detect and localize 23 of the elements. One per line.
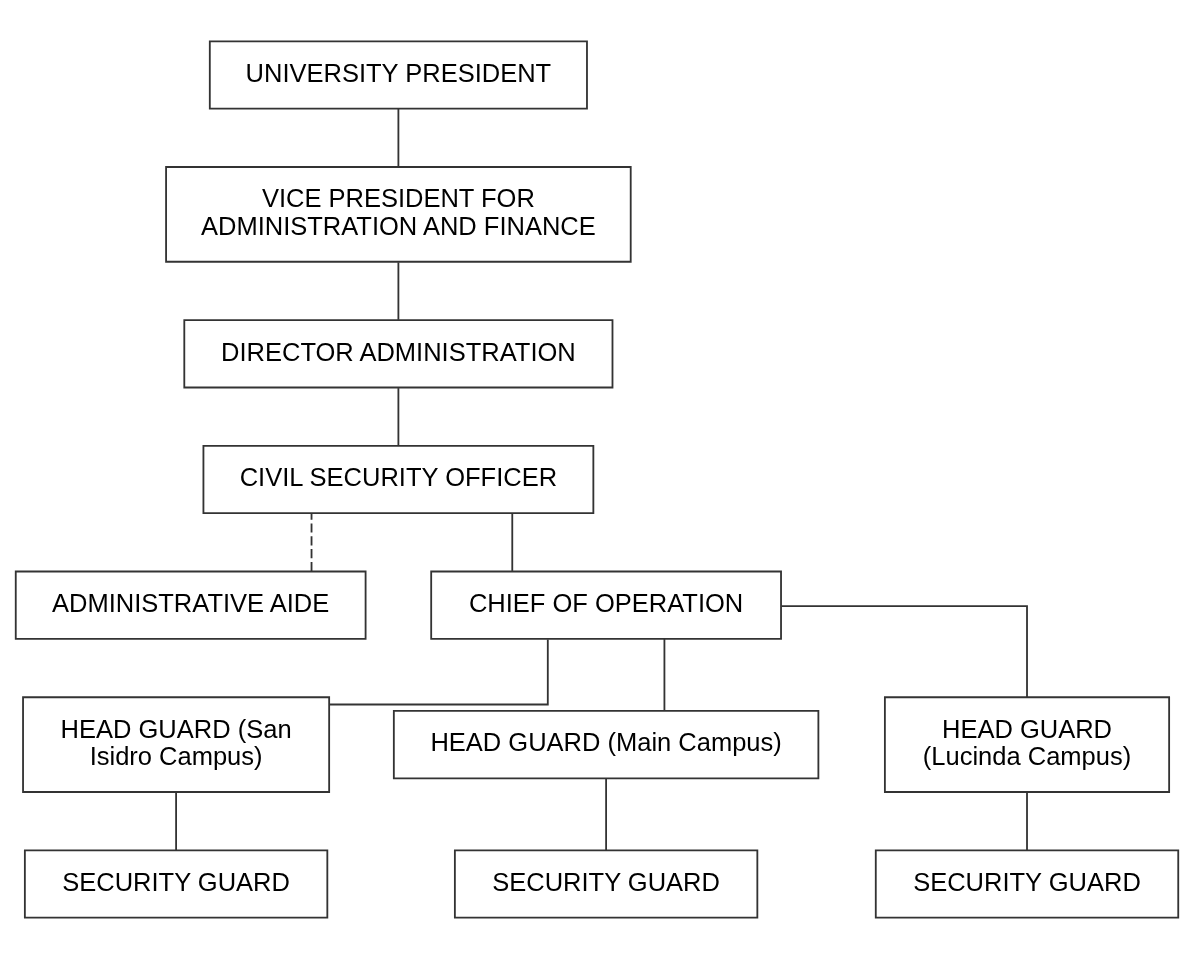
node-box: HEAD GUARD (Main Campus) (392, 710, 820, 780)
connector (1026, 791, 1028, 851)
connector (397, 387, 400, 447)
connector (397, 107, 400, 168)
node-box: CHIEF OF OPERATION (430, 570, 782, 640)
connector (175, 791, 177, 851)
node-box: SECURITY GUARD (874, 849, 1180, 919)
node-box: ADMINISTRATIVE AIDE (14, 570, 367, 640)
node-box: VICE PRESIDENT FOR ADMINISTRATION AND FINANCE (165, 166, 632, 263)
node-box: HEAD GUARD (Lucinda Campus) (884, 696, 1171, 793)
connector (780, 605, 1028, 698)
node-box: DIRECTOR ADMINISTRATION (183, 319, 614, 389)
node-box: SECURITY GUARD (453, 849, 759, 919)
connector (397, 261, 400, 321)
connector (605, 777, 607, 851)
connector (663, 638, 666, 712)
node-box: HEAD GUARD (San Isidro Campus) (22, 696, 331, 793)
node-box: CIVIL SECURITY OFFICER (202, 444, 595, 515)
connector (310, 512, 313, 572)
node-box: UNIVERSITY PRESIDENT (208, 40, 588, 110)
node-box: SECURITY GUARD (23, 849, 329, 919)
connector (511, 512, 514, 572)
connector (328, 638, 549, 706)
